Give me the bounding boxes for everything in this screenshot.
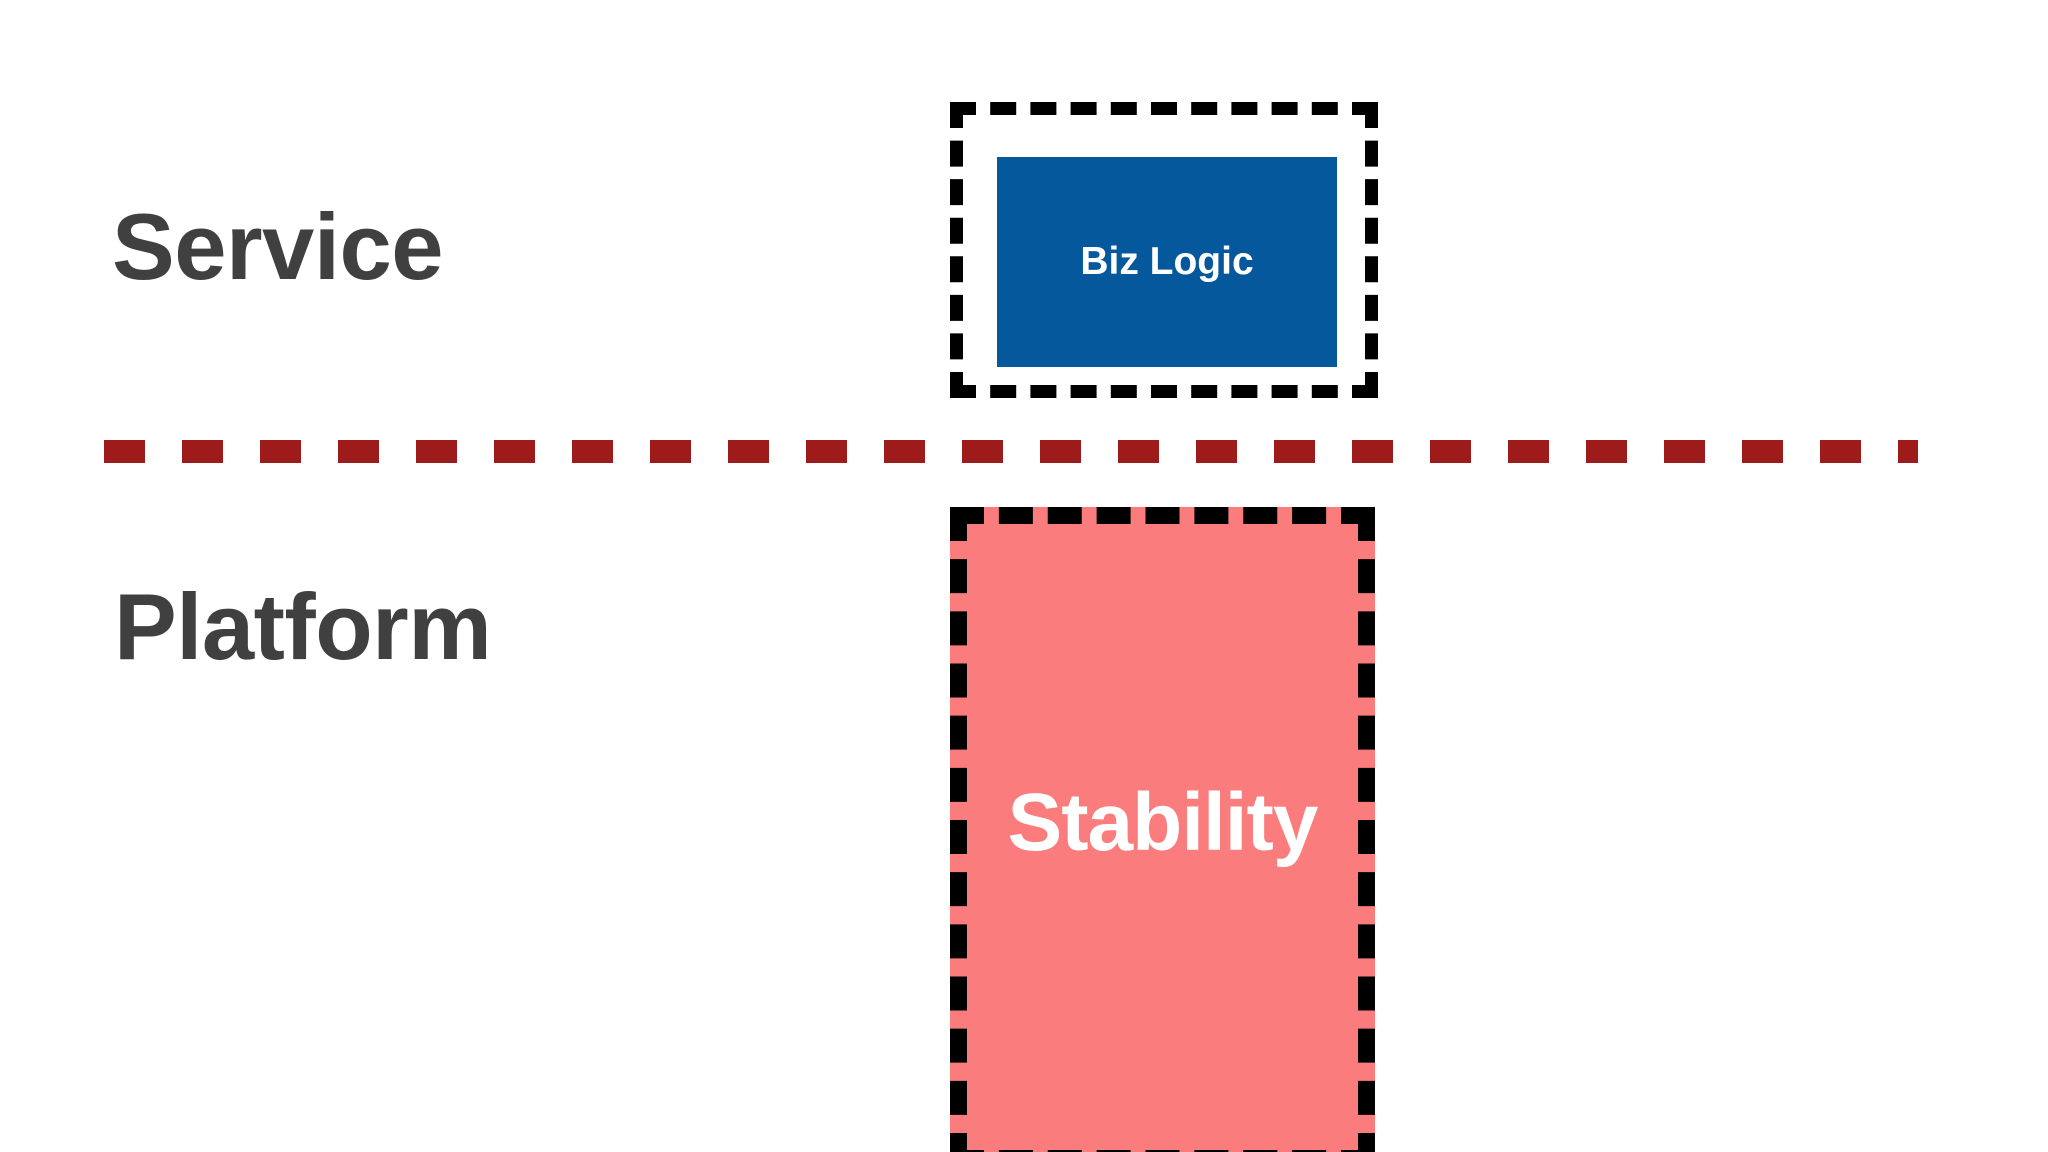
biz-logic-label: Biz Logic [1080, 240, 1254, 283]
boundary-dash [650, 440, 691, 463]
boundary-dash [962, 440, 1003, 463]
boundary-dash [1508, 440, 1549, 463]
biz-logic-fill: Biz Logic [997, 157, 1337, 367]
stability-fill [950, 507, 1375, 1152]
boundary-dash [416, 440, 457, 463]
boundary-dash [1118, 440, 1159, 463]
boundary-dash [1352, 440, 1393, 463]
boundary-dash [1430, 440, 1471, 463]
boundary-dash [260, 440, 301, 463]
boundary-dash [884, 440, 925, 463]
boundary-dash [1820, 440, 1861, 463]
service-platform-boundary [104, 440, 1918, 463]
boundary-dash [338, 440, 379, 463]
row-label-platform: Platform [114, 574, 492, 679]
boundary-dash [1898, 440, 1918, 463]
stability-node[interactable]: Stability [950, 507, 1375, 1152]
boundary-dash [1664, 440, 1705, 463]
boundary-dash [1586, 440, 1627, 463]
boundary-dash [806, 440, 847, 463]
boundary-dash [104, 440, 145, 463]
row-label-service: Service [112, 194, 444, 299]
boundary-dash [182, 440, 223, 463]
boundary-dash [572, 440, 613, 463]
stability-label: Stability [1007, 777, 1319, 868]
boundary-dash [494, 440, 535, 463]
boundary-dash [1040, 440, 1081, 463]
boundary-dash [1196, 440, 1237, 463]
biz-logic-dashed-frame [950, 102, 1378, 398]
boundary-dash [728, 440, 769, 463]
biz-logic-node[interactable]: Biz Logic [950, 102, 1378, 398]
boundary-dash [1274, 440, 1315, 463]
boundary-dash [1742, 440, 1783, 463]
